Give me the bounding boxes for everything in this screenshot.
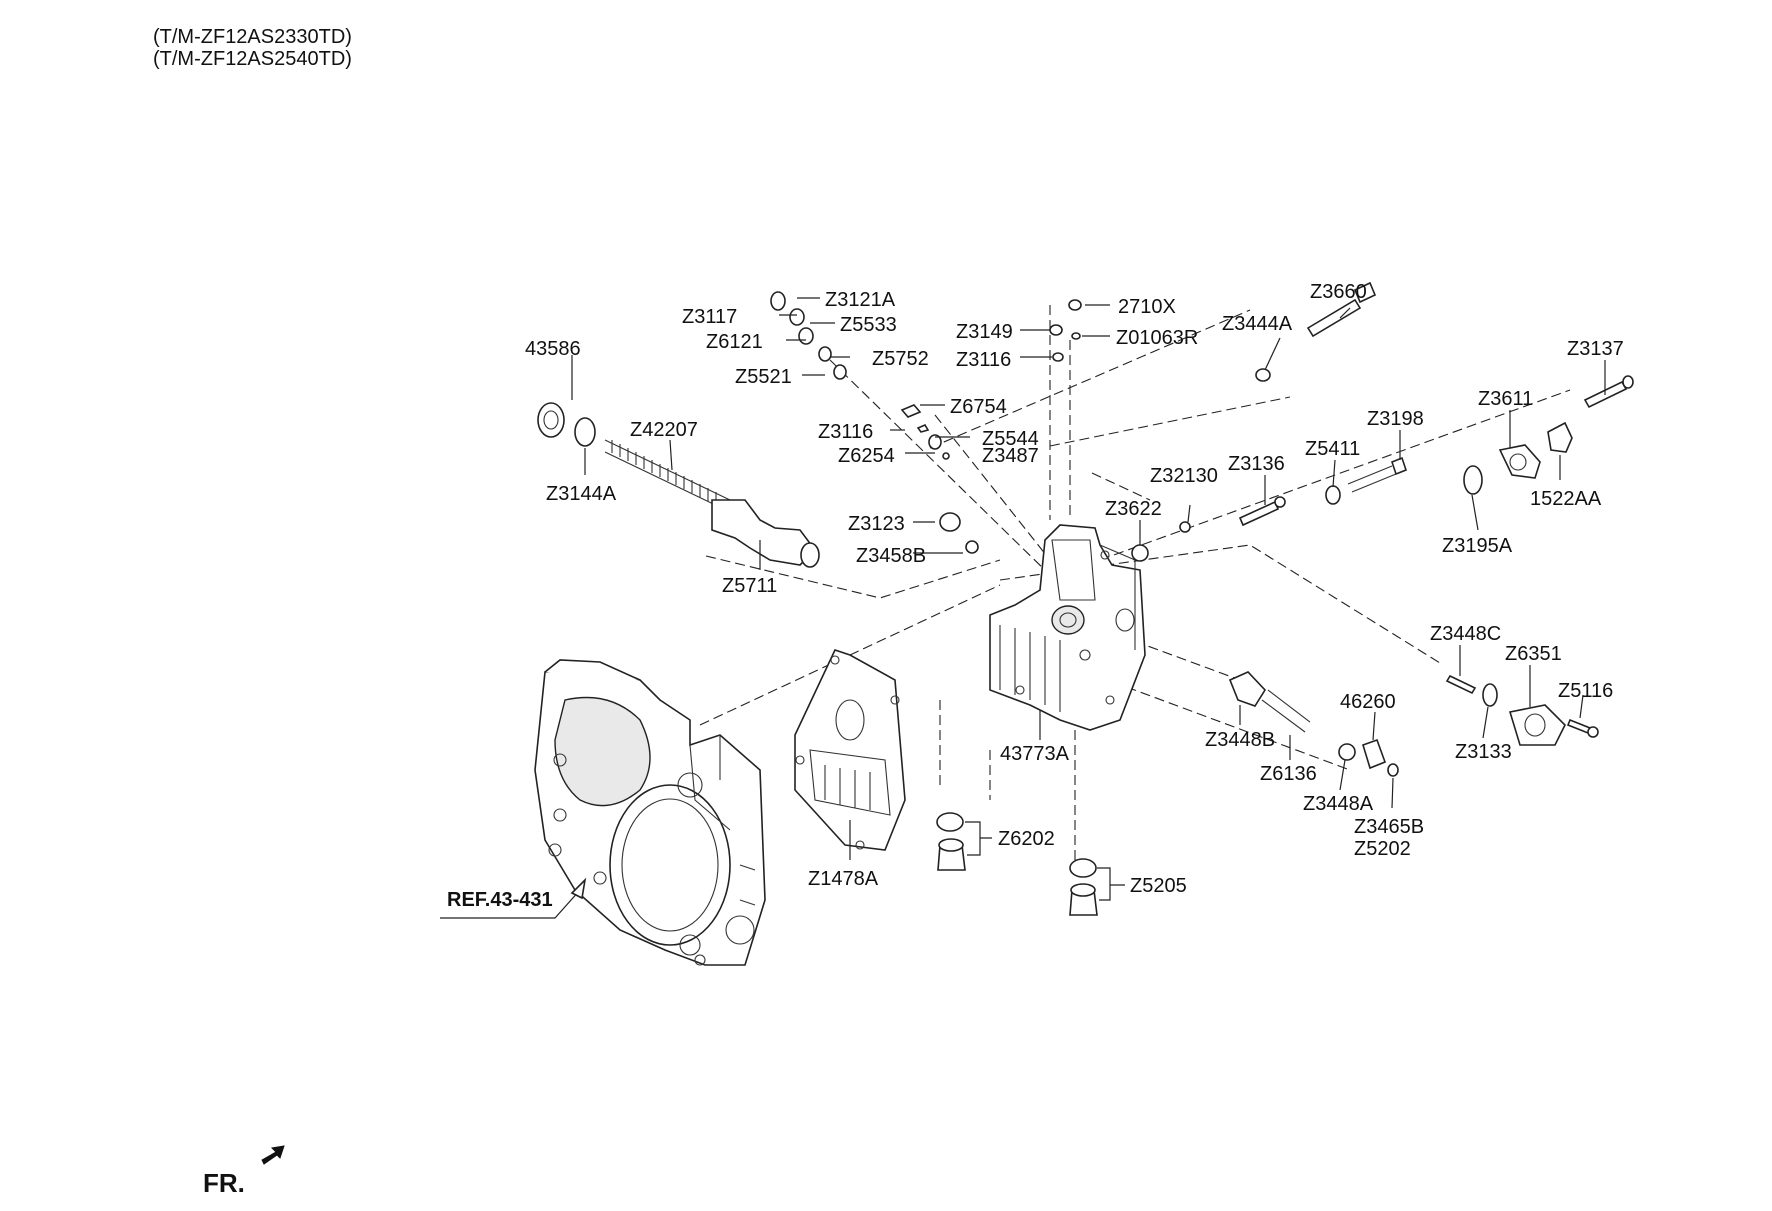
callout-z3444a: Z3444A — [1222, 313, 1293, 335]
callout-z3133: Z3133 — [1455, 741, 1512, 763]
callout-z5533: Z5533 — [840, 314, 897, 336]
callout-z5521: Z5521 — [735, 366, 792, 388]
header-model-1: (T/M-ZF12AS2330TD) — [153, 26, 352, 48]
callout-labels: Z3121A Z3117 Z5533 Z6121 Z5752 Z5521 Z67… — [447, 281, 1624, 911]
callout-z3116-right: Z3116 — [956, 349, 1011, 371]
header-model-2: (T/M-ZF12AS2540TD) — [153, 48, 352, 70]
callout-z1478a: Z1478A — [808, 868, 879, 890]
callout-z6254: Z6254 — [838, 445, 895, 467]
small-parts — [537, 281, 1634, 916]
callout-z6754: Z6754 — [950, 396, 1007, 418]
callout-z3622: Z3622 — [1105, 498, 1162, 520]
callout-z3123: Z3123 — [848, 513, 905, 535]
callout-z3117: Z3117 — [682, 306, 737, 328]
callout-z3195a: Z3195A — [1442, 535, 1513, 557]
callout-z5752: Z5752 — [872, 348, 929, 370]
callout-z3136: Z3136 — [1228, 453, 1285, 475]
callout-z3116-left: Z3116 — [818, 421, 873, 443]
callout-43773a: 43773A — [1000, 743, 1070, 765]
front-arrow-icon — [261, 1145, 285, 1165]
reference-label: REF.43-431 — [447, 889, 553, 911]
front-label: FR. — [203, 1168, 245, 1198]
callout-z6351: Z6351 — [1505, 643, 1562, 665]
callout-z3660: Z3660 — [1310, 281, 1367, 303]
callout-43586: 43586 — [525, 338, 581, 360]
callout-1522aa: 1522AA — [1530, 488, 1602, 510]
front-direction-marker: FR. — [203, 1145, 285, 1198]
callout-z5711: Z5711 — [722, 575, 777, 597]
callout-z3121a: Z3121A — [825, 289, 896, 311]
callout-z01063r: Z01063R — [1116, 327, 1198, 349]
callout-z5544: Z5544 — [982, 428, 1039, 450]
intermediate-plate — [794, 649, 906, 851]
callout-z32130: Z32130 — [1150, 465, 1218, 487]
callout-z5202: Z5202 — [1354, 838, 1411, 860]
callout-z3448b: Z3448B — [1205, 729, 1275, 751]
callout-z3448a: Z3448A — [1303, 793, 1374, 815]
callout-z3137: Z3137 — [1567, 338, 1624, 360]
callout-z6136: Z6136 — [1260, 763, 1317, 785]
callout-z3448c: Z3448C — [1430, 623, 1501, 645]
callout-z5411: Z5411 — [1305, 438, 1360, 460]
callout-z5205: Z5205 — [1130, 875, 1187, 897]
callout-z42207: Z42207 — [630, 419, 698, 441]
callout-46260: 46260 — [1340, 691, 1396, 713]
callout-z3487: Z3487 — [982, 445, 1039, 467]
callout-z3198: Z3198 — [1367, 408, 1424, 430]
callout-z6202: Z6202 — [998, 828, 1055, 850]
callout-z6121: Z6121 — [706, 331, 763, 353]
callout-z3458b: Z3458B — [856, 545, 926, 567]
transmission-housing — [534, 659, 766, 966]
callout-z3611: Z3611 — [1478, 388, 1533, 410]
callout-z5116: Z5116 — [1558, 680, 1613, 702]
valve-body — [989, 524, 1146, 731]
callout-z3144a: Z3144A — [546, 483, 617, 505]
callout-z3465b: Z3465B — [1354, 816, 1424, 838]
callout-2710x: 2710X — [1118, 296, 1176, 318]
leader-lines — [440, 297, 1606, 919]
callout-z3149: Z3149 — [956, 321, 1013, 343]
